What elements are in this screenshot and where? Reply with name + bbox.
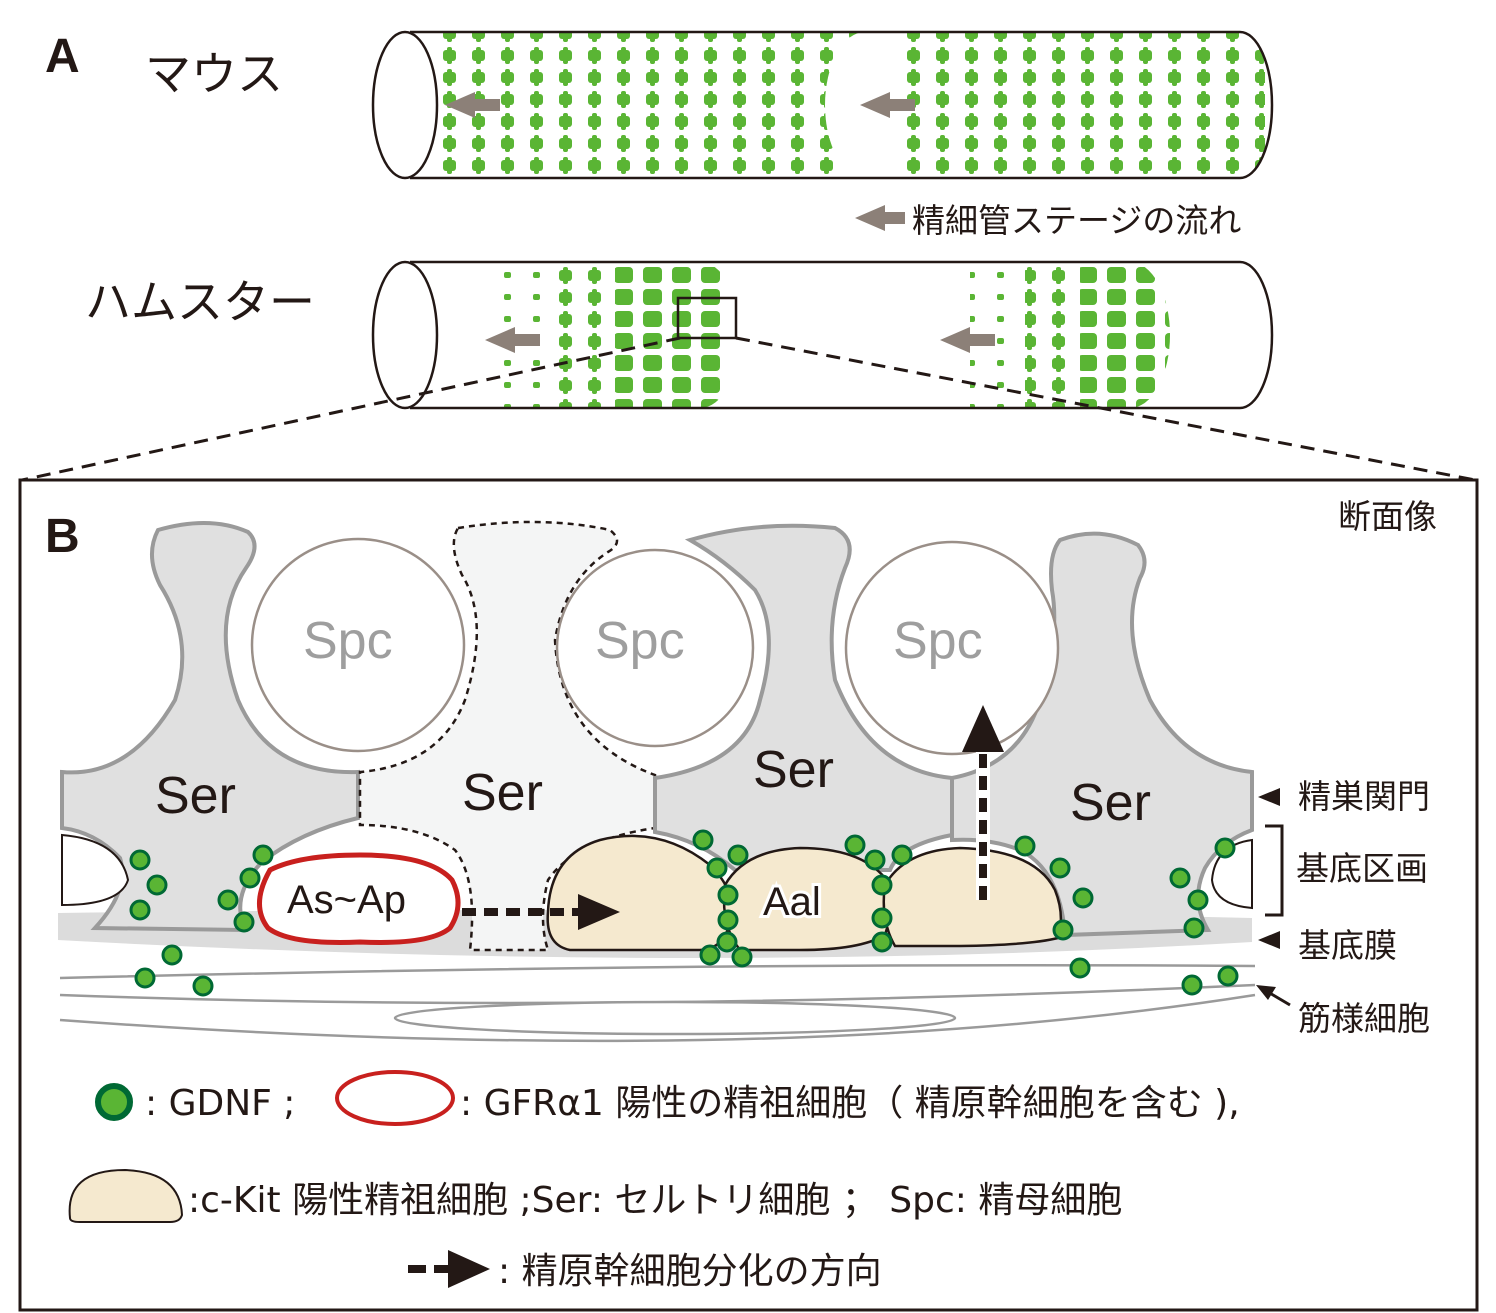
zoom-region-box	[676, 296, 738, 340]
sertoli-label-3: Ser	[753, 741, 834, 799]
sertoli-label-1: Ser	[155, 767, 236, 825]
hamster-wave-1	[495, 262, 730, 408]
basement-membrane-pointer-icon	[1258, 931, 1280, 949]
zoom-line-right	[735, 336, 1476, 482]
mouse-label: マウス	[145, 47, 283, 101]
legend-gdnf-icon	[95, 1083, 133, 1121]
cross-section-label: 断面像	[1338, 497, 1437, 536]
mouse-tubule-opening	[371, 30, 439, 180]
as-ap-label: As~Ap	[287, 878, 406, 922]
differentiation-arrow-vertical	[962, 705, 1004, 900]
spermatocyte-1	[250, 537, 466, 753]
legend-ckit: :c-Kit 陽性精祖細胞 ;Ser: セルトリ細胞 ； Spc: 精母細胞	[188, 1180, 1122, 1221]
blood-testis-barrier-label: 精巣関門	[1298, 777, 1430, 816]
hamster-flow-arrow-2	[940, 327, 995, 353]
spermatocyte-label-3: Spc	[893, 612, 983, 670]
ckit-cell-3	[882, 846, 1063, 948]
edge-cell-left	[61, 833, 130, 907]
basement-membrane-label: 基底膜	[1298, 926, 1397, 965]
mouse-dots-segment-1	[440, 32, 865, 178]
legend-gdnf: : GDNF ;	[145, 1083, 295, 1124]
differentiation-arrow-horizontal	[462, 894, 620, 930]
spermatocyte-label-2: Spc	[595, 612, 685, 670]
legend-direction: : 精原幹細胞分化の方向	[498, 1251, 882, 1292]
legend-direction-icon	[408, 1250, 490, 1288]
spermatocyte-label-1: Spc	[303, 612, 393, 670]
sertoli-label-2: Ser	[462, 764, 543, 822]
basal-compartment-bracket	[1265, 824, 1284, 917]
flow-arrow-icon	[855, 205, 905, 231]
myoid-pointer-icon	[1256, 985, 1291, 1007]
flow-note: 精細管ステージの流れ	[912, 201, 1241, 240]
hamster-flow-arrow-1	[485, 327, 540, 353]
sertoli-cell-2	[358, 520, 657, 952]
gdnf-dots	[129, 829, 1239, 997]
hamster-label: ハムスター	[85, 275, 315, 329]
mouse-dots-segment-2	[895, 32, 1265, 178]
spermatocyte-3	[844, 540, 1060, 756]
sertoli-label-4: Ser	[1070, 774, 1151, 832]
basal-compartment-label: 基底区画	[1296, 849, 1428, 888]
hamster-wave-2	[970, 262, 1170, 408]
mouse-flow-arrow-2	[860, 92, 915, 118]
mouse-tubule	[371, 30, 1274, 180]
myoid-cell-body	[393, 1000, 957, 1036]
hamster-tubule	[371, 260, 1274, 410]
myoid-layer-line-3	[59, 993, 1256, 1043]
cross-section: Ser Ser Ser Ser Spc Spc Spc As~Ap Aal	[58, 520, 1256, 1043]
myoid-cell-label: 筋様細胞	[1298, 999, 1430, 1038]
mouse-flow-arrow-1	[445, 92, 500, 118]
legend-ckit-icon	[68, 1168, 184, 1223]
zoom-line-left	[21, 336, 681, 482]
sertoli-cell-3	[653, 523, 954, 872]
panel-b-letter: B	[45, 510, 80, 563]
aal-label: Aal	[763, 880, 821, 924]
btb-pointer-icon	[1258, 788, 1280, 806]
spermatocyte-2	[555, 548, 755, 748]
legend-gfra1-icon	[335, 1070, 455, 1126]
panel-a-letter: A	[45, 30, 80, 83]
legend-gfra1: : GFRα1 陽性の精祖細胞（ 精原幹細胞を含む ),	[460, 1083, 1240, 1124]
gfra1-positive-cell	[257, 852, 461, 945]
hamster-tubule-opening	[371, 260, 439, 410]
sertoli-cell-1	[60, 521, 360, 933]
